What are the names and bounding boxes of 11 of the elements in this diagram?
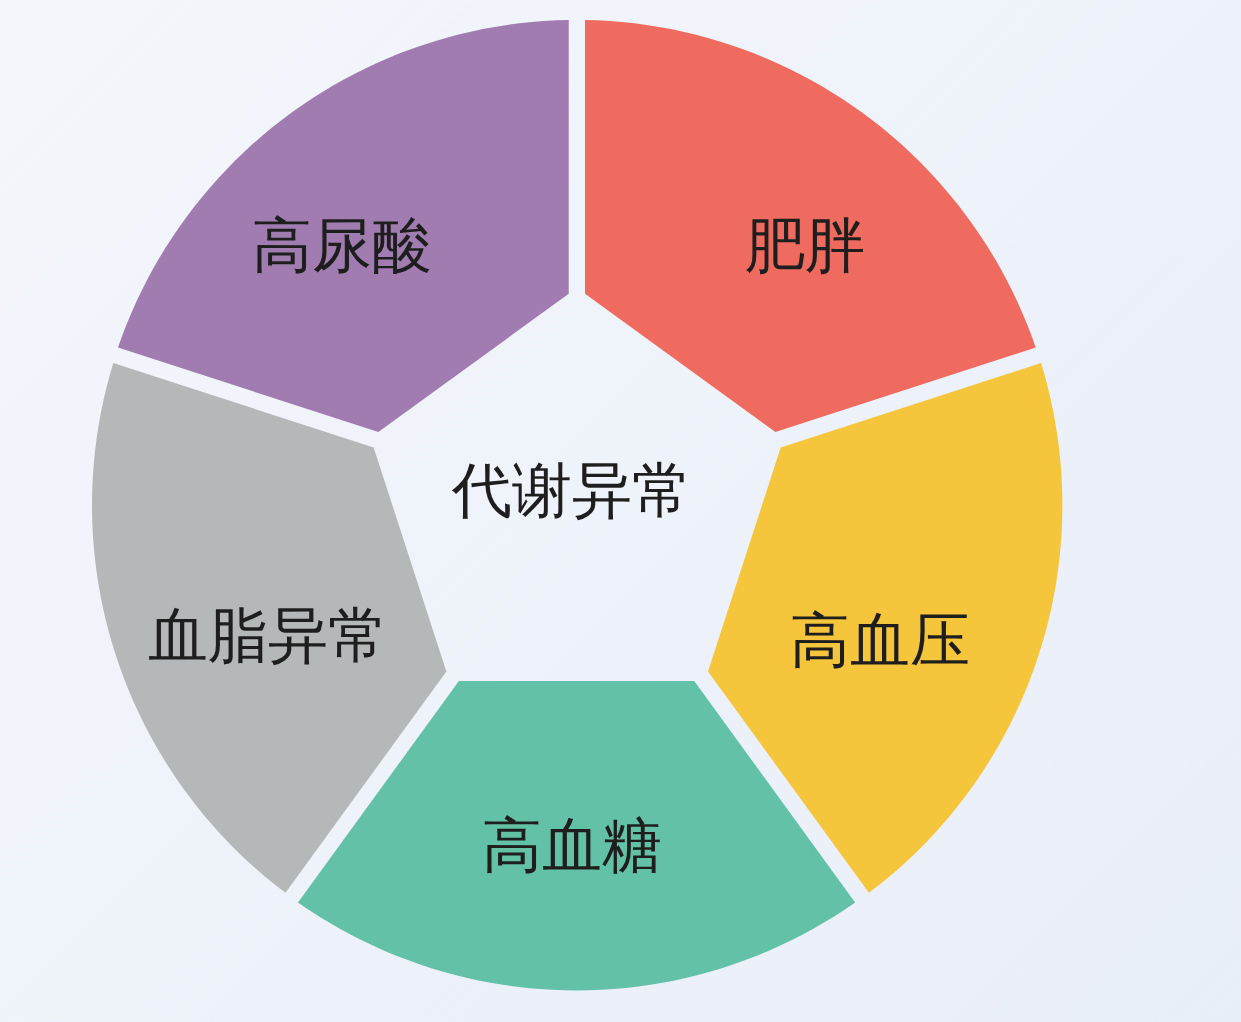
center-label: 代谢异常 bbox=[452, 460, 692, 520]
pie-segment bbox=[707, 362, 1062, 893]
segment-label: 高血糖 bbox=[482, 815, 662, 875]
pie-segment bbox=[298, 680, 856, 990]
segment-label: 血脂异常 bbox=[148, 605, 388, 665]
segment-label: 高尿酸 bbox=[252, 215, 432, 275]
segment-label: 高血压 bbox=[790, 610, 970, 670]
pie-segment bbox=[92, 362, 447, 893]
pie-segment bbox=[585, 20, 1036, 433]
segment-label: 肥胖 bbox=[745, 215, 865, 275]
pie-segment bbox=[118, 20, 569, 433]
